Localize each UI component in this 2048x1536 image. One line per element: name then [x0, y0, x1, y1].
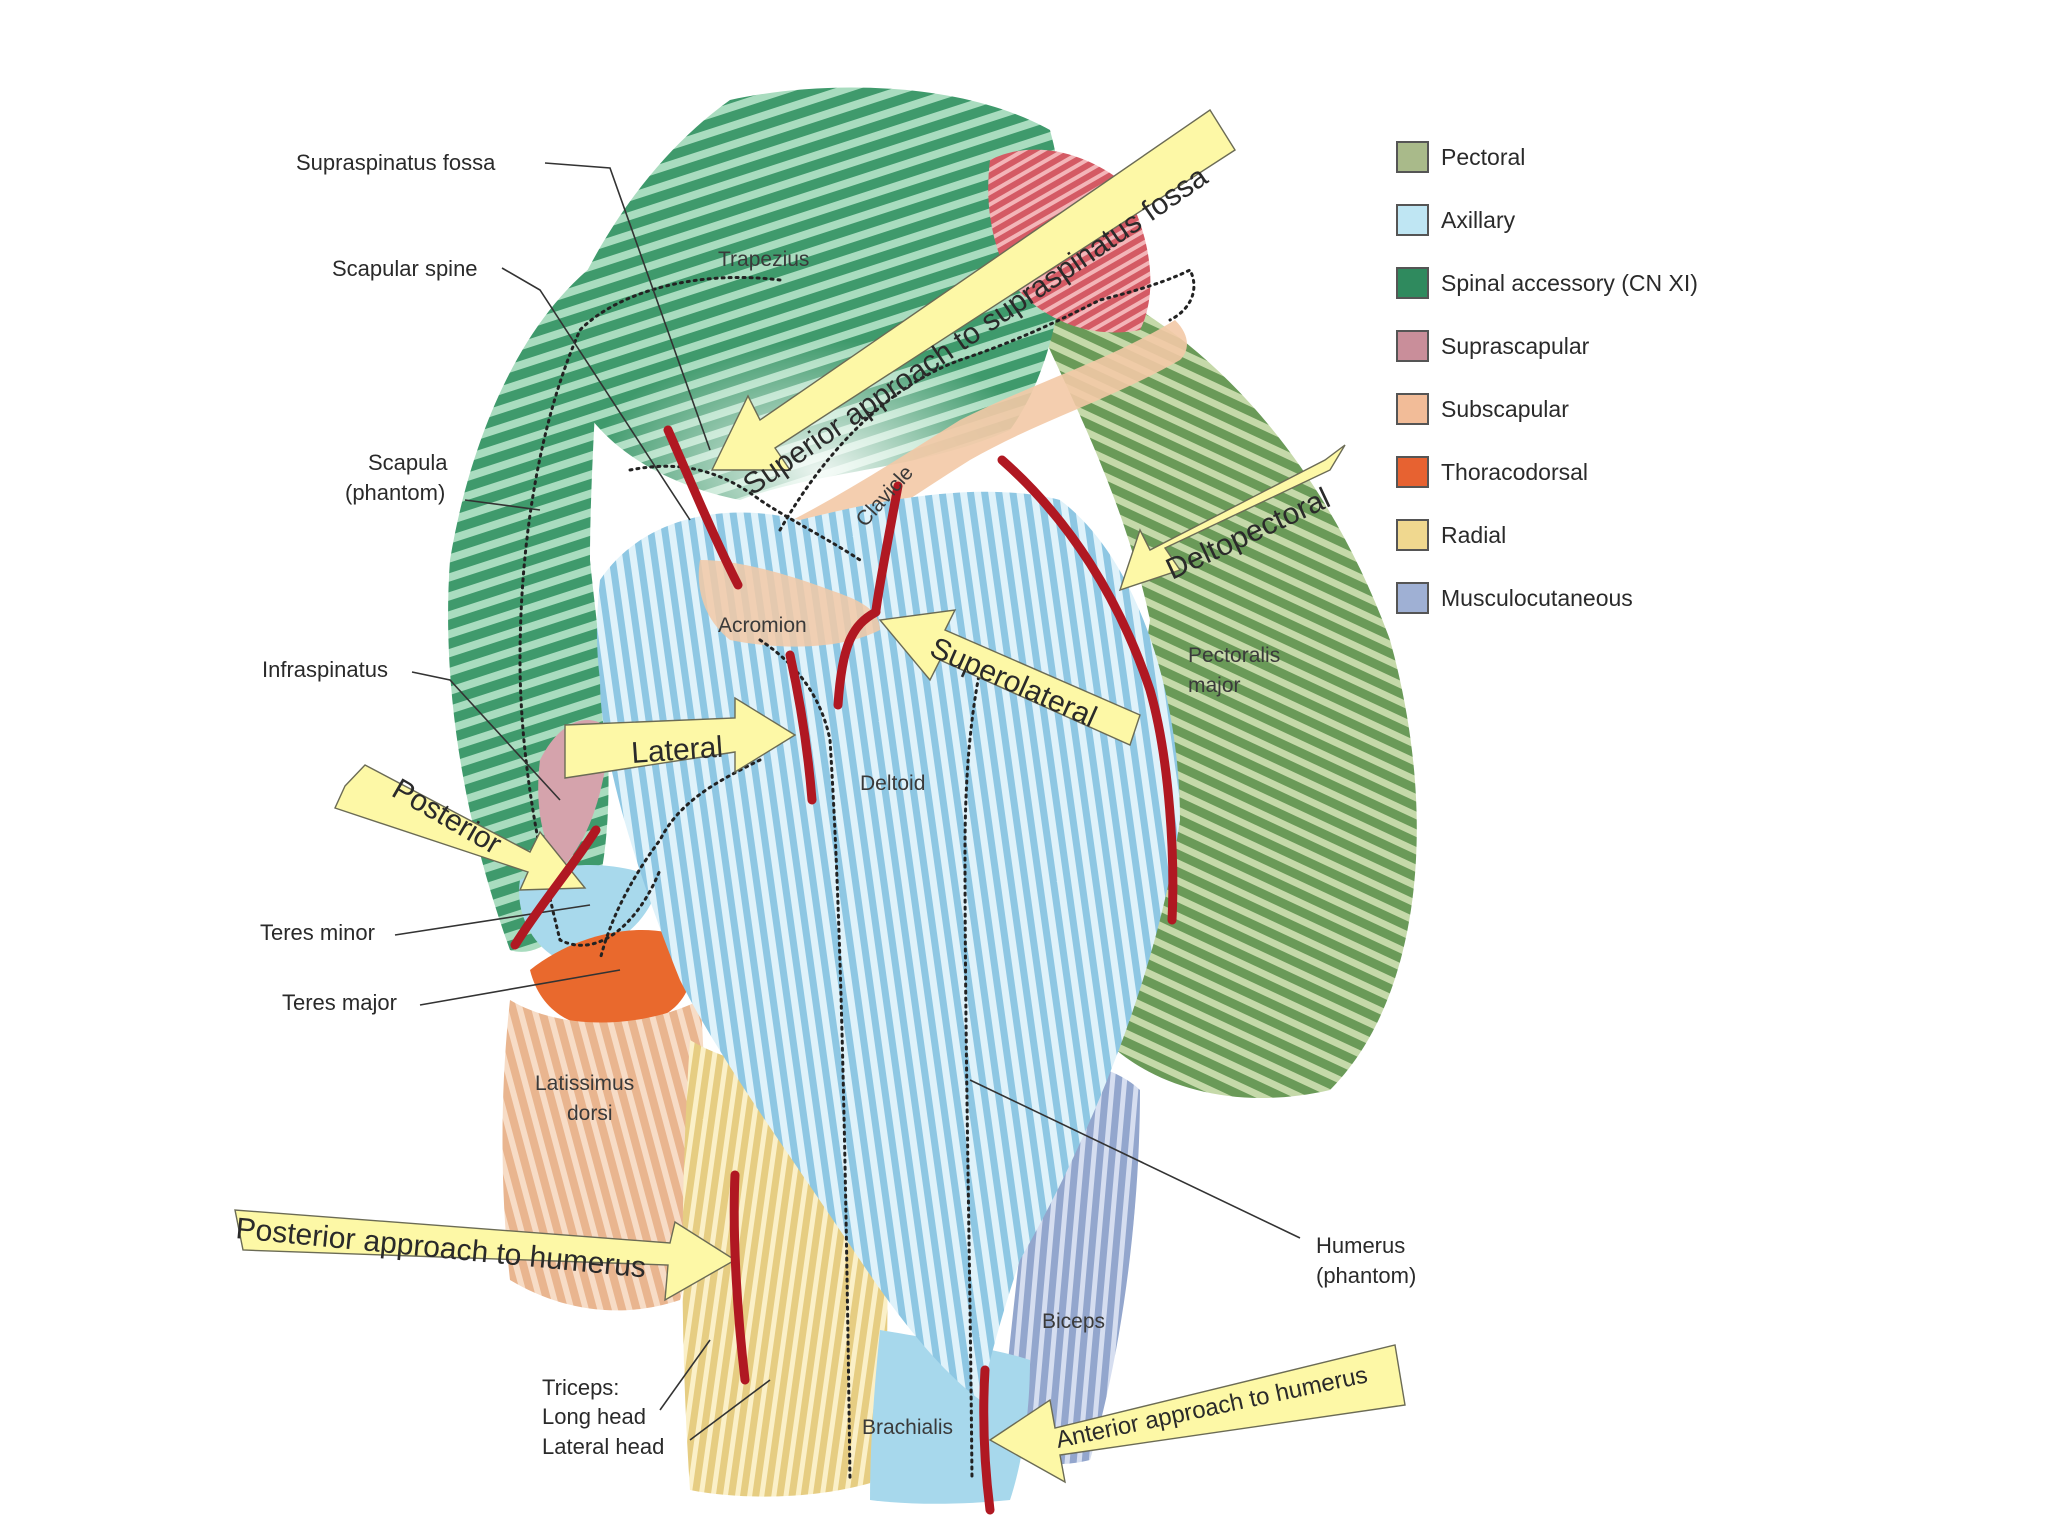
lateral-label: Lateral — [630, 731, 724, 770]
humerus-phantom-label: (phantom) — [1316, 1263, 1416, 1288]
legend-item: Subscapular — [1396, 392, 1816, 426]
glenoid-phantom-outline — [598, 758, 762, 962]
brachialis-label: Brachialis — [862, 1416, 953, 1439]
legend-swatch — [1396, 393, 1429, 425]
teres-minor-label: Teres minor — [260, 920, 375, 945]
pectoralis-major-label: major — [1188, 674, 1241, 697]
leader-scapula — [464, 499, 541, 511]
legend-label: Axillary — [1441, 206, 1516, 233]
legend-swatch — [1396, 141, 1429, 173]
teres-major-label: Teres major — [282, 990, 397, 1015]
legend-label: Subscapular — [1441, 395, 1569, 422]
clavicle-phantom-outline — [778, 267, 1196, 532]
posterior-humerus-incision — [729, 1170, 750, 1385]
scapula-phantom-outline — [518, 276, 782, 947]
legend-swatch — [1396, 456, 1429, 488]
latissimus-dorsi-label: dorsi — [567, 1102, 613, 1125]
superior-approach-arrow — [710, 109, 1236, 471]
pectoralis-label: Pectoralis — [1188, 644, 1280, 667]
anterior-humerus-incision — [979, 1365, 995, 1515]
acromion-bone — [698, 560, 880, 647]
leader-teres-major — [419, 969, 621, 1006]
legend-swatch — [1396, 582, 1429, 614]
deltoid-label: Deltoid — [860, 772, 925, 795]
latissimus-dorsi-muscle — [502, 1000, 704, 1311]
leader-infraspinatus — [411, 671, 561, 801]
scapular-spine-phantom-outline — [628, 464, 862, 562]
superolateral-arrow — [878, 609, 1141, 746]
legend-item: Radial — [1396, 518, 1816, 552]
legend-label: Radial — [1441, 521, 1507, 548]
triceps-label: Triceps: — [542, 1375, 619, 1400]
deltopectoral-arrow — [1118, 444, 1346, 592]
legend-swatch — [1396, 330, 1429, 362]
legend-label: Thoracodorsal — [1441, 458, 1589, 485]
deltopectoral-incision — [997, 455, 1178, 925]
clavicle-incision — [871, 481, 903, 615]
biceps-label: Biceps — [1042, 1310, 1105, 1333]
anterior-humerus-arrow — [988, 1344, 1406, 1484]
infraspinatus-label: Infraspinatus — [262, 657, 388, 682]
leader-teres-minor — [394, 904, 591, 936]
legend-item: Spinal accessory (CN XI) — [1396, 266, 1816, 300]
posterior-arrow — [334, 764, 587, 891]
leader-humerus — [969, 1079, 1301, 1239]
posterior-humerus-arrow — [234, 1209, 737, 1302]
legend-label: Spinal accessory (CN XI) — [1441, 269, 1698, 296]
humerus-label: Humerus — [1316, 1233, 1405, 1258]
legend-label: Pectoral — [1441, 143, 1526, 170]
scapular-spine-label: Scapular spine — [332, 256, 478, 281]
latissimus-label: Latissimus — [535, 1072, 634, 1095]
legend-item: Pectoral — [1396, 140, 1816, 174]
superior-incision — [663, 425, 743, 590]
legend-label: Musculocutaneous — [1441, 584, 1633, 611]
leader-supraspinatus-fossa — [544, 162, 711, 451]
legend-item: Thoracodorsal — [1396, 455, 1816, 489]
scapula-phantom-label: (phantom) — [345, 480, 445, 505]
lateral-arrow — [564, 696, 797, 779]
brachialis-muscle — [870, 1330, 1030, 1504]
legend-label: Suprascapular — [1441, 332, 1590, 359]
legend-swatch — [1396, 267, 1429, 299]
legend-item: Axillary — [1396, 203, 1816, 237]
scapula-label: Scapula — [368, 450, 448, 475]
teres-major-muscle — [530, 930, 693, 1030]
legend-swatch — [1396, 519, 1429, 551]
supraspinatus-fossa-label: Supraspinatus fossa — [296, 150, 496, 175]
leader-triceps-long-head — [659, 1339, 711, 1411]
lateral-incision — [785, 650, 817, 805]
acromion-label: Acromion — [718, 614, 807, 637]
legend-item: Musculocutaneous — [1396, 581, 1816, 615]
humerus-phantom-outline-2 — [963, 668, 982, 1482]
triceps-long-head-label: Long head — [542, 1404, 646, 1429]
legend-item: Suprascapular — [1396, 329, 1816, 363]
triceps-lateral-head-label: Lateral head — [542, 1434, 664, 1459]
humerus-phantom-outline — [758, 638, 852, 1482]
leader-scapular-spine — [501, 267, 691, 521]
superolateral-incision — [833, 607, 881, 710]
legend-swatch — [1396, 204, 1429, 236]
posterior-incision — [510, 825, 601, 950]
trapezius-label: Trapezius — [718, 248, 809, 271]
leader-triceps-lateral-head — [689, 1379, 771, 1441]
